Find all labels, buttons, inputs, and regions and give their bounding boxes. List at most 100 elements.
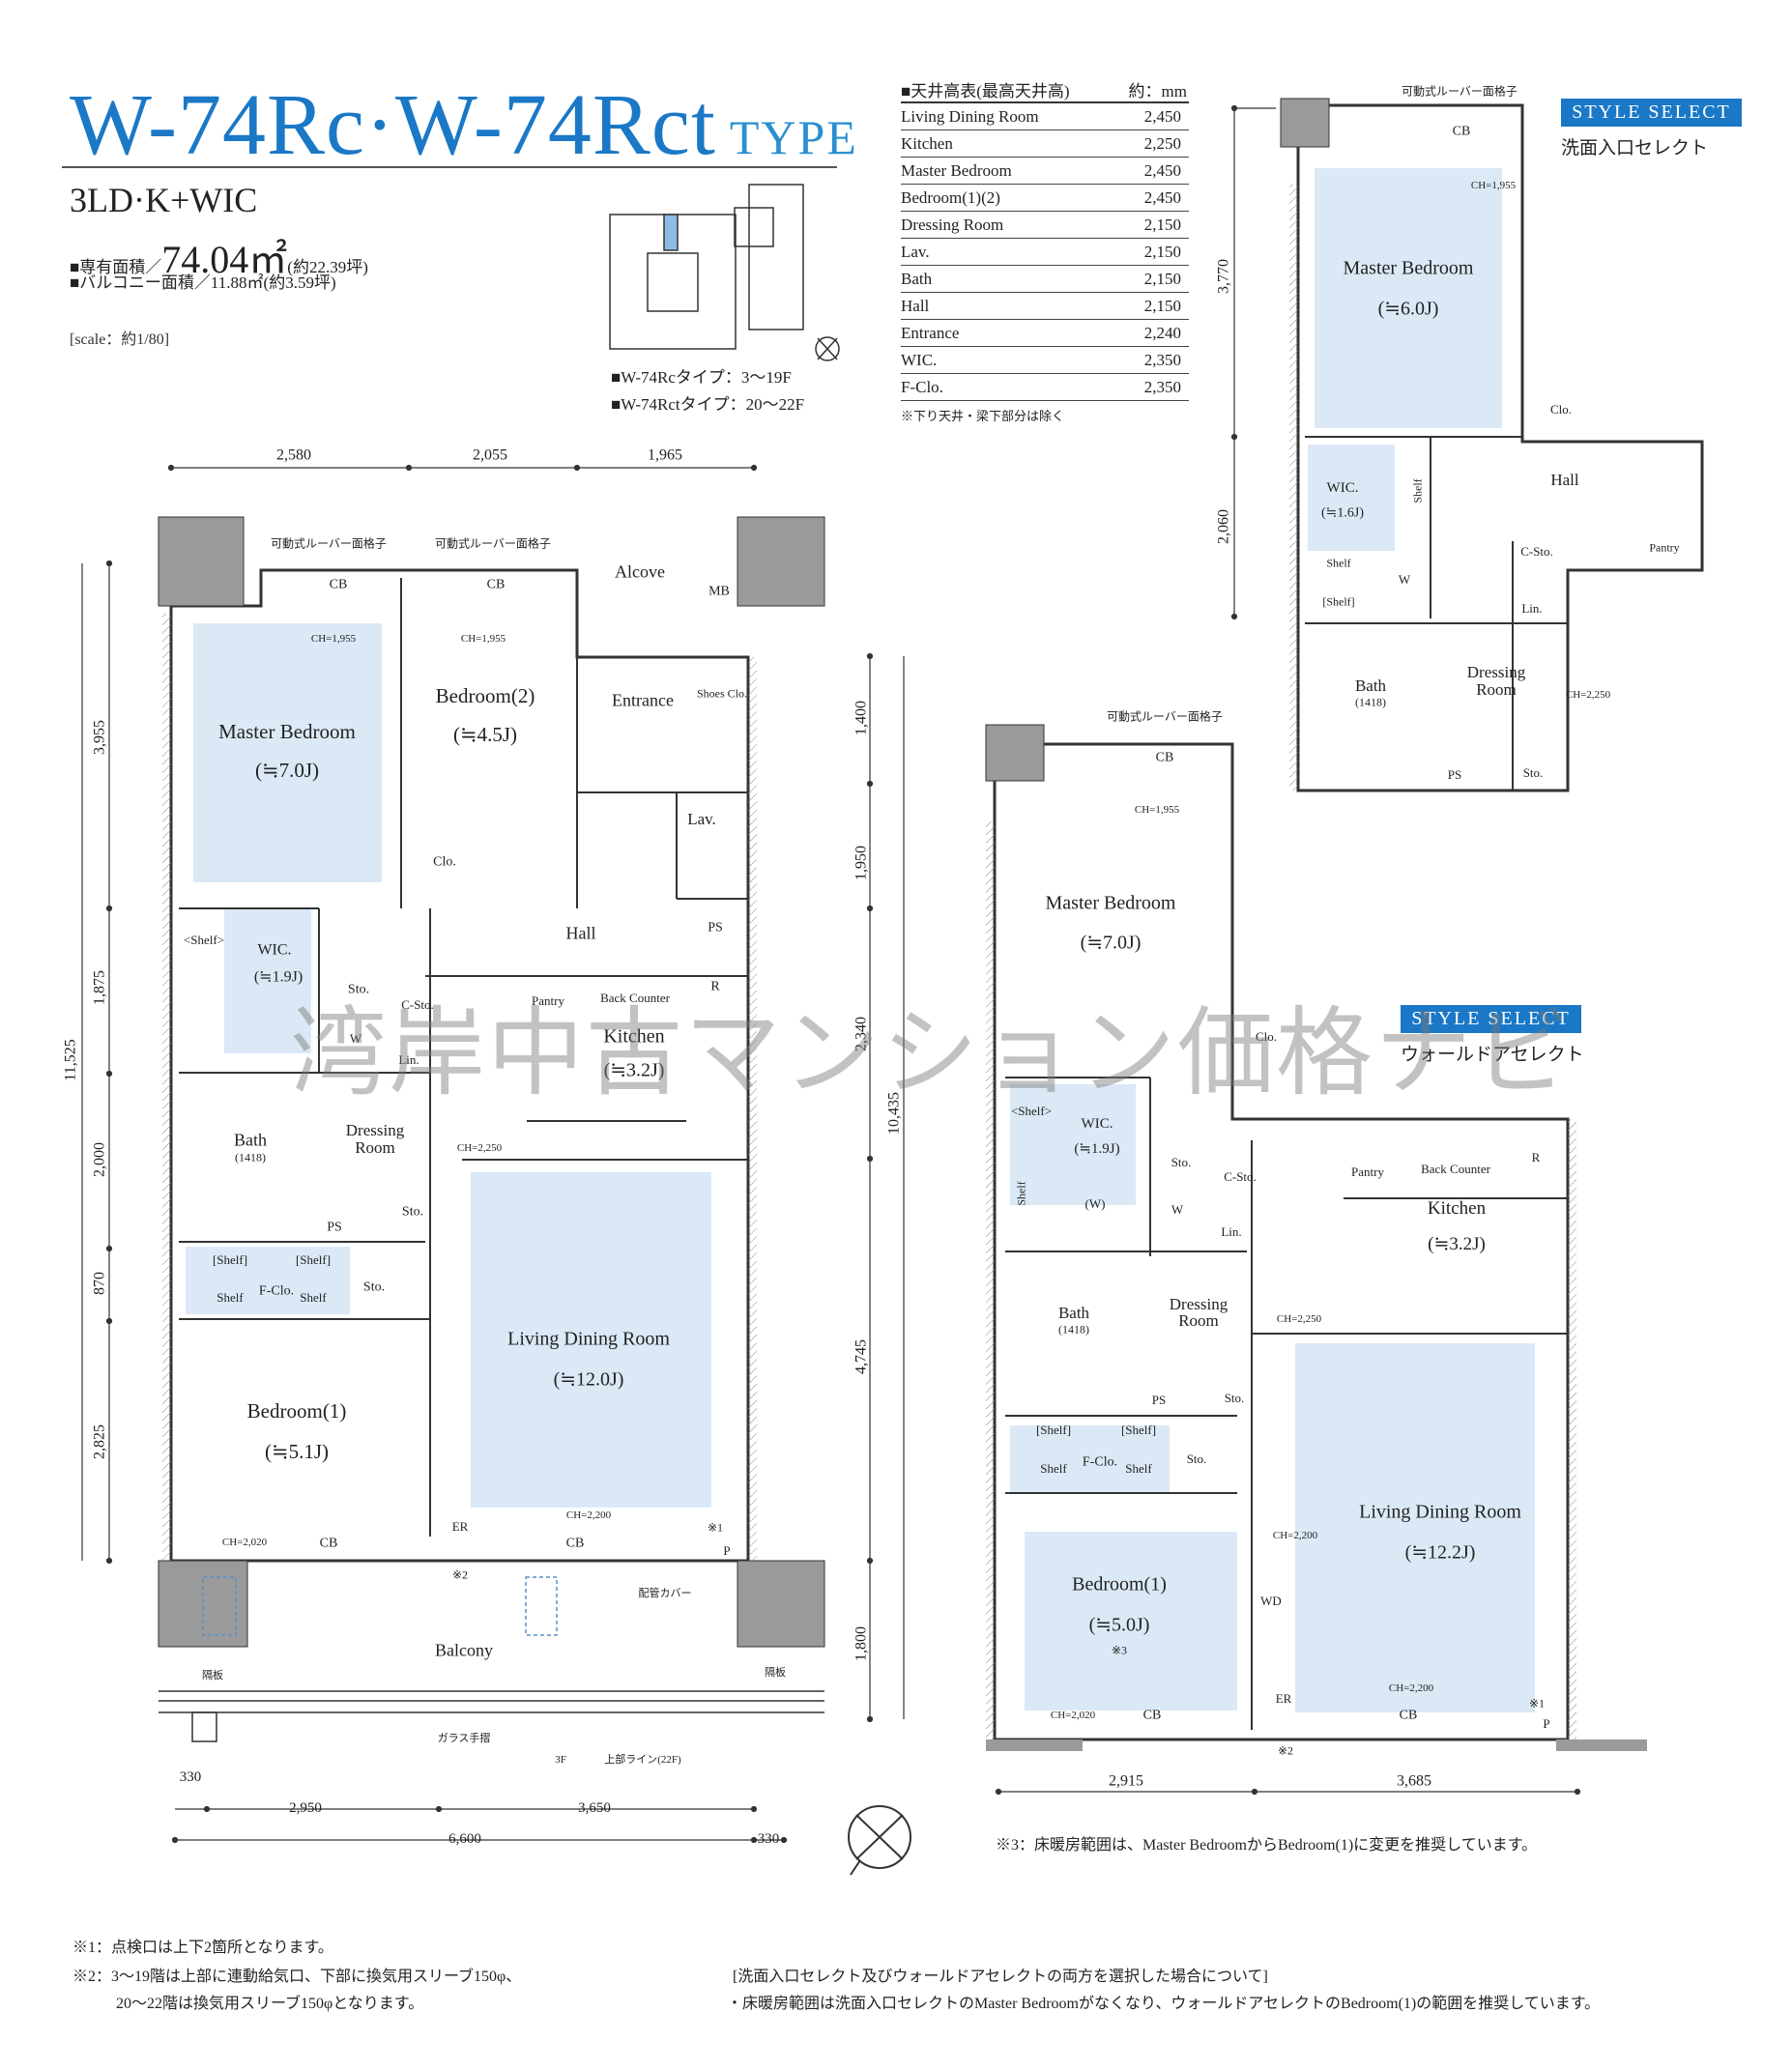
select-a-bath-size-label: (1418) bbox=[1355, 695, 1386, 709]
select-b-master-bedroom-area-label: (≒7.0J) bbox=[1080, 932, 1142, 954]
main-plan-cb-b-label: CB bbox=[486, 577, 506, 592]
select-b-cb-label: CB bbox=[1155, 750, 1174, 765]
select-b-dressing-label: Dressing bbox=[1169, 1295, 1228, 1314]
main-plan-ch1955-b-label: CH=1,955 bbox=[460, 633, 506, 646]
select-b-ldr-area-label: (≒12.2J) bbox=[1404, 1541, 1476, 1564]
main-plan-pipe-cover-label: 配管カバー bbox=[638, 1588, 692, 1600]
main-plan-mb-label: MB bbox=[708, 584, 730, 599]
table-header-label: ■天井高表(最高天井高) bbox=[901, 82, 1070, 101]
select-b-sto-a-label: Sto. bbox=[1171, 1155, 1192, 1170]
main-plan-bedroom1-area-label: (≒5.1J) bbox=[264, 1439, 330, 1463]
select-b-kome1-label: ※1 bbox=[1528, 1696, 1546, 1711]
main-plan-f3-label: 3F bbox=[555, 1754, 566, 1767]
select-b-wd-label: WD bbox=[1260, 1594, 1282, 1609]
title-suffix: TYPE bbox=[729, 110, 858, 164]
main-plan-ch-2250-label: CH=2,250 bbox=[456, 1142, 503, 1155]
select-b-shelf-c-label: [Shelf] bbox=[1120, 1423, 1157, 1438]
select-b-ch-2250-label: CH=2,250 bbox=[1276, 1313, 1322, 1326]
main-plan-bedroom2-area-label: (≒4.5J) bbox=[452, 722, 518, 746]
select-b-bath-label: Bath bbox=[1057, 1304, 1090, 1323]
area-label: ■専有面積／ bbox=[70, 258, 162, 276]
main-plan-dim-left-2-dimension: 2,000 bbox=[91, 1142, 108, 1177]
select-a-pantry-label: Pantry bbox=[1649, 540, 1680, 555]
select-a-hall-label: Hall bbox=[1550, 471, 1579, 490]
select-a-dressing2-label: Room bbox=[1476, 680, 1517, 700]
main-plan-lin-label: Lin. bbox=[398, 1052, 419, 1068]
room-name: Lav. bbox=[901, 243, 930, 261]
select-b-kitchen-area-label: (≒3.2J) bbox=[1428, 1234, 1486, 1255]
select-b-lin-label: Lin. bbox=[1221, 1224, 1242, 1240]
select-b-shelf-v-label: Shelf bbox=[1014, 1181, 1028, 1206]
select-b-c-sto-label: C-Sto. bbox=[1224, 1169, 1257, 1185]
area-tsubo: (約22.39坪) bbox=[287, 258, 368, 276]
select-b-bedroom1-label: Bedroom(1) bbox=[1072, 1573, 1167, 1596]
main-plan-w-label: W bbox=[349, 1031, 362, 1047]
select-b-sto-b-label: Sto. bbox=[1224, 1391, 1245, 1406]
main-plan-balcony-label: Balcony bbox=[435, 1640, 493, 1660]
main-plan-dim-left-0-dimension: 3,955 bbox=[91, 720, 108, 755]
main-plan-ps-b-label: PS bbox=[327, 1220, 342, 1235]
main-plan-dim-top-2-dimension: 1,965 bbox=[648, 446, 682, 464]
main-plan-kome2-label: ※2 bbox=[451, 1567, 469, 1582]
main-plan-ldr-label: Living Dining Room bbox=[507, 1328, 670, 1350]
combo-note-title: [洗面入口セレクト及びウォールドアセレクトの両方を選択した場合について] bbox=[733, 1969, 1268, 1985]
main-plan-dim-top-0-dimension: 2,580 bbox=[276, 446, 311, 464]
table-row: F-Clo.2,350 bbox=[901, 374, 1189, 401]
table-row: Bedroom(1)(2)2,450 bbox=[901, 185, 1189, 212]
style-select-badge-a: STYLE SELECT bbox=[1561, 99, 1742, 127]
main-plan-clo-label: Clo. bbox=[433, 854, 456, 870]
area-value: 74.04㎡ bbox=[161, 238, 288, 281]
main-plan-dim-bottom-4-dimension: 330 bbox=[757, 1831, 780, 1848]
select-a-cb-label: CB bbox=[1452, 124, 1471, 139]
combo-note-text: ・床暖房範囲は洗面入口セレクトのMaster Bedroomがなくなり、ウォール… bbox=[727, 1996, 1601, 2012]
select-a-dims-0-dimension: 3,770 bbox=[1215, 259, 1232, 294]
select-b-kome3-label: ※3 bbox=[1111, 1643, 1128, 1657]
style-select-badge-b: STYLE SELECT bbox=[1401, 1005, 1581, 1033]
title-divider bbox=[62, 166, 837, 168]
main-plan-dim-right-0-dimension: 1,400 bbox=[853, 701, 870, 735]
table-row: Bath 2,150 bbox=[901, 266, 1189, 293]
main-plan-shelf-b-label: [Shelf] bbox=[212, 1252, 248, 1268]
room-name: Bath bbox=[901, 270, 933, 288]
select-b-dressing2-label: Room bbox=[1178, 1311, 1219, 1331]
room-name: Master Bedroom bbox=[901, 161, 1012, 180]
main-plan-dim-bottom-3-dimension: 6,600 bbox=[448, 1831, 481, 1848]
select-b-ch-2200-a-label: CH=2,200 bbox=[1272, 1530, 1318, 1542]
main-plan-louver-a-label: 可動式ルーバー面格子 bbox=[271, 536, 387, 551]
main-plan-cb-c-label: CB bbox=[319, 1536, 338, 1551]
ceiling-height: 2,150 bbox=[1143, 270, 1181, 288]
select-a-master-bedroom-label: Master Bedroom bbox=[1343, 257, 1474, 279]
select-b-shelf-b-label: [Shelf] bbox=[1035, 1423, 1072, 1438]
select-b-wic-area-label: (≒1.9J) bbox=[1074, 1141, 1120, 1158]
main-plan-ch-2020-label: CH=2,020 bbox=[221, 1537, 268, 1549]
note-2-cont: 20〜22階は換気用スリーブ150φとなります。 bbox=[116, 1996, 424, 2012]
main-plan-ch-2200-label: CH=2,200 bbox=[565, 1509, 612, 1522]
main-plan-ps-label: PS bbox=[708, 920, 723, 935]
main-plan-pantry-label: Pantry bbox=[532, 993, 564, 1009]
main-plan-shelf-c-label: [Shelf] bbox=[295, 1252, 332, 1268]
select-b-kitchen-label: Kitchen bbox=[1427, 1198, 1487, 1220]
select-b-wic-label: WIC. bbox=[1081, 1116, 1113, 1133]
main-plan-bedroom1-label: Bedroom(1) bbox=[246, 1398, 347, 1423]
main-plan-bath-size-label: (1418) bbox=[235, 1150, 266, 1164]
room-name: Kitchen bbox=[901, 134, 953, 153]
north-compass-icon bbox=[848, 1805, 911, 1876]
select-b-shelf-d-label: Shelf bbox=[1040, 1461, 1067, 1477]
select-a-w-label: W bbox=[1398, 572, 1411, 588]
select-a-ch-2250-label: CH=2,250 bbox=[1565, 689, 1611, 702]
room-name: F-Clo. bbox=[901, 378, 943, 396]
select-b-dims-1-dimension: 3,685 bbox=[1397, 1772, 1431, 1790]
main-plan-sto-a-label: Sto. bbox=[347, 982, 370, 997]
select-a-dims-1-dimension: 2,060 bbox=[1215, 509, 1232, 544]
room-name: Bedroom(1)(2) bbox=[901, 188, 1000, 207]
select-a-bath-label: Bath bbox=[1354, 676, 1387, 696]
select-a-wic-label: WIC. bbox=[1326, 480, 1359, 497]
main-plan-dressing-label: Dressing bbox=[345, 1121, 405, 1140]
main-plan-partition-a-label: 隔板 bbox=[202, 1670, 223, 1682]
main-floor-plan bbox=[81, 464, 905, 1844]
main-plan-shoes-clo-label: Shoes Clo. bbox=[696, 686, 748, 701]
note-3: ※3：床暖房範囲は、Master BedroomからBedroom(1)に変更を… bbox=[996, 1837, 1538, 1854]
main-plan-sto-c-label: Sto. bbox=[401, 1204, 424, 1220]
main-plan-kitchen-area-label: (≒3.2J) bbox=[603, 1059, 665, 1081]
